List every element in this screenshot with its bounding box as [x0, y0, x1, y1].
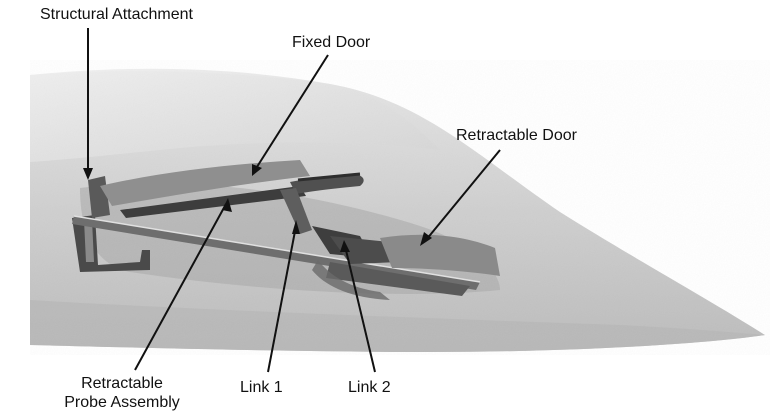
- leader-arrowheads: [83, 164, 432, 252]
- label-structural-attachment: Structural Attachment: [40, 6, 193, 23]
- label-fixed-door: Fixed Door: [292, 34, 371, 51]
- label-link1: Link 1: [240, 379, 283, 396]
- leader-link1: [267, 225, 297, 373]
- label-probe-line1: Retractable: [81, 375, 163, 392]
- label-retractable-probe-assembly: Retractable Probe Assembly: [42, 374, 202, 412]
- leader-link2: [344, 245, 376, 373]
- label-probe-line2: Probe Assembly: [64, 394, 180, 411]
- label-retractable-door: Retractable Door: [456, 127, 577, 144]
- leader-probe-assembly: [134, 203, 227, 371]
- leader-retractable-door: [425, 149, 501, 241]
- probe-mechanism: [72, 160, 500, 300]
- label-link2: Link 2: [348, 379, 391, 396]
- leader-lines: [87, 28, 501, 373]
- leader-fixed-door: [254, 54, 329, 171]
